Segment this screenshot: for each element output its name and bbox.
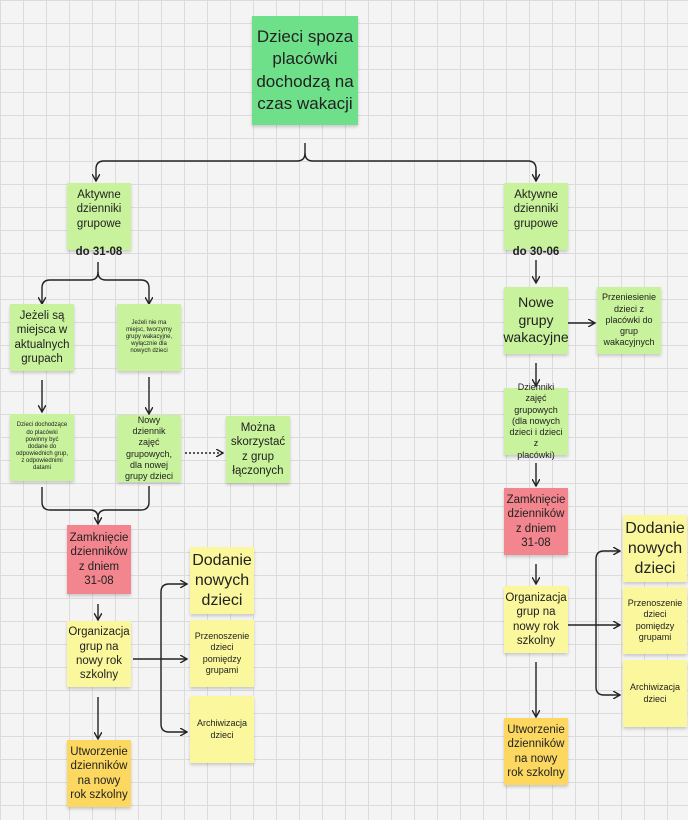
left-organize-note[interactable]: Organizacja grup na nowy rok szkolny [67, 621, 131, 687]
left-places-text: Jeżeli są miejsca w aktualnych grupach [14, 309, 70, 365]
connector-root-split [96, 143, 306, 180]
right-create-text: Utworzenie dzienników na nowy rok szkoln… [507, 723, 565, 779]
left-new-groups-text: Jeżeli nie ma miejsc, tworzymy grupy wak… [125, 319, 173, 355]
left-added-text: Dzieci dochodzące do placówki powinny by… [15, 422, 69, 472]
left-added-note[interactable]: Dzieci dochodzące do placówki powinny by… [10, 414, 74, 481]
right-head-date: do 30-06 [512, 246, 560, 259]
left-create-note[interactable]: Utworzenie dzienników na nowy rok szkoln… [67, 740, 131, 807]
right-transfer-text: Przeniesienie dzieci z placówki do grup … [601, 292, 657, 348]
left-close-note[interactable]: Zamknięcie dzienników z dniem 31-08 [67, 525, 131, 594]
left-combined-note[interactable]: Można skorzystać z grup łączonych [226, 416, 290, 483]
connector-merge [41, 487, 98, 523]
left-head-note[interactable]: Aktywne dzienniki grupowe do 31-08 [67, 183, 131, 258]
right-organize-text: Organizacja grup na nowy rok szkolny [505, 591, 567, 647]
right-move-note[interactable]: Przenoszenie dzieci pomiędzy grupami [623, 587, 687, 654]
right-add-new-note[interactable]: Dodanie nowych dzieci [623, 515, 687, 582]
left-archive-note[interactable]: Archiwizacja dzieci [190, 696, 254, 763]
left-new-journal-text: Nowy dziennik zajęć grupowych, dla nowej… [124, 414, 174, 481]
connector-root-right [304, 152, 537, 180]
left-add-new-text: Dodanie nowych dzieci [192, 551, 252, 609]
connector-left-split [42, 262, 99, 303]
left-add-new-note[interactable]: Dodanie nowych dzieci [190, 547, 254, 614]
right-archive-text: Archiwizacja dzieci [629, 682, 680, 704]
left-move-text: Przenoszenie dzieci pomiędzy grupami [194, 631, 250, 675]
right-journals-note[interactable]: Dzienniki zajęć grupowych (dla nowych dz… [504, 382, 568, 460]
right-add-new-text: Dodanie nowych dzieci [625, 519, 685, 577]
right-close-text: Zamknięcie dzienników z dniem 31-08 [506, 493, 566, 549]
root-text: Dzieci spoza placówki dochodzą na czas w… [256, 27, 354, 113]
right-journals-text: Dzienniki zajęć grupowych (dla nowych dz… [509, 382, 563, 460]
left-places-note[interactable]: Jeżeli są miejsca w aktualnych grupach [10, 304, 74, 371]
right-new-groups-note[interactable]: Nowe grupy wakacyjne [503, 287, 569, 354]
right-transfer-note[interactable]: Przeniesienie dzieci z placówki do grup … [597, 287, 661, 354]
left-create-text: Utworzenie dzienników na nowy rok szkoln… [70, 745, 128, 801]
left-head-date: do 31-08 [75, 246, 123, 259]
right-archive-note[interactable]: Archiwizacja dzieci [623, 660, 687, 727]
right-head-text: Aktywne dzienniki grupowe [513, 188, 559, 230]
left-move-note[interactable]: Przenoszenie dzieci pomiędzy grupami [190, 620, 254, 687]
right-move-text: Przenoszenie dzieci pomiędzy grupami [627, 598, 683, 642]
left-combined-text: Można skorzystać z grup łączonych [230, 421, 286, 477]
right-new-groups-text: Nowe grupy wakacyjne [503, 294, 569, 346]
right-close-note[interactable]: Zamknięcie dzienników z dniem 31-08 [504, 488, 568, 555]
right-head-note[interactable]: Aktywne dzienniki grupowe do 30-06 [504, 183, 568, 258]
left-new-journal-note[interactable]: Nowy dziennik zajęć grupowych, dla nowej… [117, 415, 181, 482]
right-create-note[interactable]: Utworzenie dzienników na nowy rok szkoln… [504, 718, 568, 785]
left-organize-text: Organizacja grup na nowy rok szkolny [68, 626, 130, 682]
left-archive-text: Archiwizacja dzieci [196, 718, 247, 740]
left-new-groups-note[interactable]: Jeżeli nie ma miejsc, tworzymy grupy wak… [117, 304, 181, 371]
root-note[interactable]: Dzieci spoza placówki dochodzą na czas w… [252, 16, 358, 125]
right-organize-note[interactable]: Organizacja grup na nowy rok szkolny [504, 586, 568, 653]
left-head-text: Aktywne dzienniki grupowe [76, 188, 122, 230]
left-close-text: Zamknięcie dzienników z dniem 31-08 [69, 531, 129, 587]
